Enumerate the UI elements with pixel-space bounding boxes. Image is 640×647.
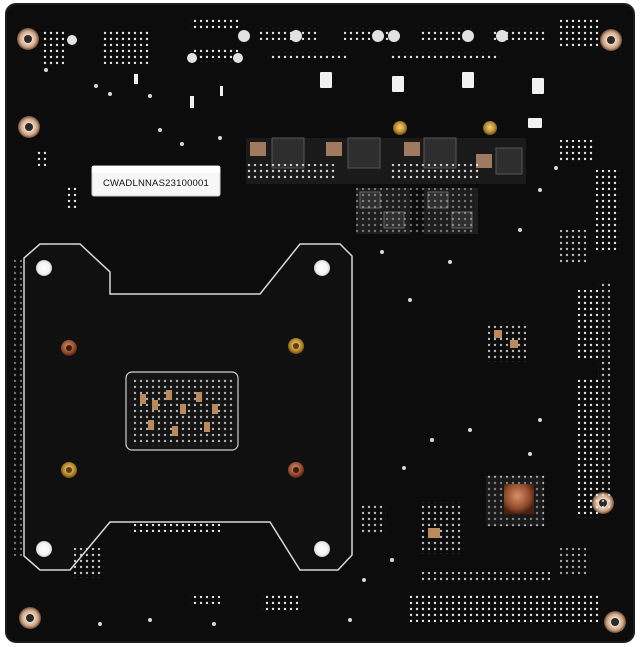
brass-screws [393, 121, 497, 135]
top-connector-pins [40, 18, 600, 66]
scattered-vias [44, 68, 558, 626]
left-edge-pins [10, 150, 78, 556]
right-edge-pins [560, 140, 620, 518]
backplate-screws [61, 338, 304, 478]
cpu-cavity [125, 371, 239, 451]
bottom-connector-pins [74, 524, 600, 622]
backplate-holes [36, 260, 330, 557]
serial-label-text: CWADLNNAS23100001 [103, 178, 209, 189]
right-ic-cluster [362, 230, 586, 554]
vrm-ic-cluster [246, 137, 526, 234]
serial-label: CWADLNNAS23100001 [91, 165, 221, 197]
top-components [134, 72, 544, 128]
